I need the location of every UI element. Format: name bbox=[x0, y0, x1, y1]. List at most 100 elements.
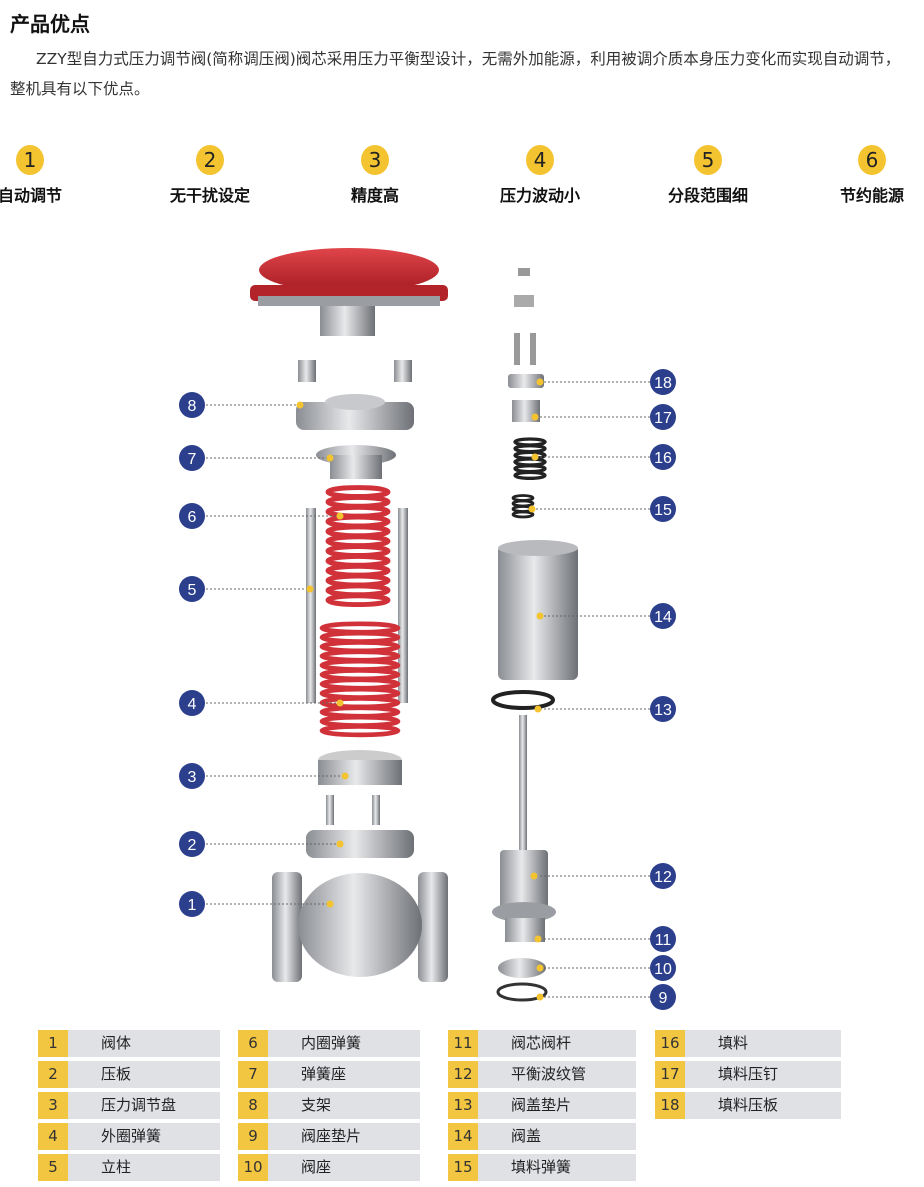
part-number: 17 bbox=[655, 1061, 685, 1088]
spring-seat-part bbox=[316, 445, 396, 479]
callout-number: 12 bbox=[654, 869, 672, 886]
part-name: 弹簧座 bbox=[301, 1065, 347, 1083]
callout-badge bbox=[650, 696, 676, 722]
callout-number: 15 bbox=[654, 502, 672, 519]
feature-number-badge: 1 bbox=[16, 145, 44, 175]
spring-coil bbox=[319, 724, 401, 738]
leader-dot bbox=[531, 453, 539, 461]
leader-dot bbox=[341, 772, 349, 780]
part-number: 16 bbox=[655, 1030, 685, 1057]
part-name: 填料压板 bbox=[718, 1096, 779, 1114]
leader-dot bbox=[536, 964, 544, 972]
part-number: 3 bbox=[38, 1092, 68, 1119]
part-number: 11 bbox=[448, 1030, 478, 1057]
callout-number: 9 bbox=[659, 990, 668, 1007]
callout-number: 17 bbox=[654, 410, 672, 427]
leader-dot bbox=[326, 454, 334, 462]
spring-coil bbox=[325, 593, 391, 608]
part-number: 10 bbox=[238, 1154, 268, 1181]
part-name: 压板 bbox=[101, 1065, 132, 1083]
part-number: 15 bbox=[448, 1154, 478, 1181]
part-name: 内圈弹簧 bbox=[301, 1034, 362, 1052]
part-name: 阀芯阀杆 bbox=[511, 1034, 572, 1052]
table-row: 8 支架 bbox=[238, 1092, 420, 1119]
table-row: 10 阀座 bbox=[238, 1154, 420, 1181]
callout-badge bbox=[179, 763, 205, 789]
intro-paragraph: ZZY型自力式压力调节阀(简称调压阀)阀芯采用压力平衡型设计，无需外加能源，利用… bbox=[10, 50, 901, 98]
table-row: 18 填料压板 bbox=[655, 1092, 841, 1119]
bracket-part bbox=[296, 394, 414, 430]
adjusting-disc-part bbox=[318, 750, 402, 785]
leader-dot bbox=[336, 699, 344, 707]
feature-label: 节约能源 bbox=[839, 186, 904, 205]
feature-item: 6 节约能源 bbox=[817, 145, 924, 206]
feature-label: 精度高 bbox=[350, 186, 399, 205]
springs-part bbox=[319, 485, 401, 738]
callout-number: 5 bbox=[188, 582, 197, 599]
leader-dot bbox=[531, 413, 539, 421]
callout-badge bbox=[179, 831, 205, 857]
leader-dot bbox=[536, 993, 544, 1001]
part-number: 14 bbox=[448, 1123, 478, 1150]
table-row: 11 阀芯阀杆 bbox=[448, 1030, 636, 1057]
leader-dot bbox=[530, 872, 538, 880]
feature-number-badge: 6 bbox=[858, 145, 886, 175]
callout-number: 14 bbox=[654, 609, 672, 626]
callout-badge bbox=[650, 863, 676, 889]
posts-part bbox=[306, 508, 408, 703]
part-number: 18 bbox=[655, 1092, 685, 1119]
callout-number: 7 bbox=[188, 451, 197, 468]
callout-number: 1 bbox=[188, 897, 197, 914]
callout-number: 2 bbox=[188, 837, 197, 854]
table-row: 7 弹簧座 bbox=[238, 1061, 420, 1088]
callout-badge bbox=[650, 404, 676, 430]
leader-dot bbox=[296, 401, 304, 409]
part-name: 阀盖 bbox=[511, 1127, 542, 1145]
spring-coil bbox=[513, 470, 547, 481]
leader-dot bbox=[534, 705, 542, 713]
packing-parts bbox=[508, 268, 544, 422]
table-row: 14 阀盖 bbox=[448, 1123, 636, 1150]
part-name: 填料 bbox=[718, 1034, 749, 1052]
part-name: 平衡波纹管 bbox=[511, 1065, 587, 1083]
callout-number: 3 bbox=[188, 769, 197, 786]
callout-badge bbox=[650, 926, 676, 952]
callout-badge bbox=[179, 445, 205, 471]
part-number: 8 bbox=[238, 1092, 268, 1119]
feature-label: 压力波动小 bbox=[499, 186, 580, 205]
valve-body-part bbox=[272, 872, 448, 982]
leader-dot bbox=[336, 840, 344, 848]
page-title: 产品优点 bbox=[10, 12, 90, 36]
leader-dot bbox=[336, 512, 344, 520]
part-name: 支架 bbox=[301, 1096, 332, 1114]
feature-number-badge: 3 bbox=[361, 145, 389, 175]
feature-label: 自动调节 bbox=[0, 186, 62, 205]
part-number: 6 bbox=[238, 1030, 268, 1057]
feature-label: 分段范围细 bbox=[667, 186, 748, 205]
table-row: 2 压板 bbox=[38, 1061, 220, 1088]
callout-number: 10 bbox=[654, 961, 672, 978]
seat-part bbox=[498, 958, 546, 978]
part-name: 阀体 bbox=[101, 1034, 132, 1052]
callout-badge bbox=[179, 891, 205, 917]
part-name: 阀座 bbox=[301, 1158, 332, 1176]
feature-number-badge: 5 bbox=[694, 145, 722, 175]
callout-badge bbox=[179, 576, 205, 602]
part-number: 7 bbox=[238, 1061, 268, 1088]
part-number: 1 bbox=[38, 1030, 68, 1057]
part-number: 4 bbox=[38, 1123, 68, 1150]
bonnet-part bbox=[498, 540, 578, 680]
leader-dot bbox=[536, 378, 544, 386]
callout-number: 16 bbox=[654, 450, 672, 467]
part-name: 阀座垫片 bbox=[301, 1127, 362, 1145]
part-number: 2 bbox=[38, 1061, 68, 1088]
diaphragm-actuator bbox=[250, 248, 448, 336]
packing-springs bbox=[511, 437, 547, 519]
